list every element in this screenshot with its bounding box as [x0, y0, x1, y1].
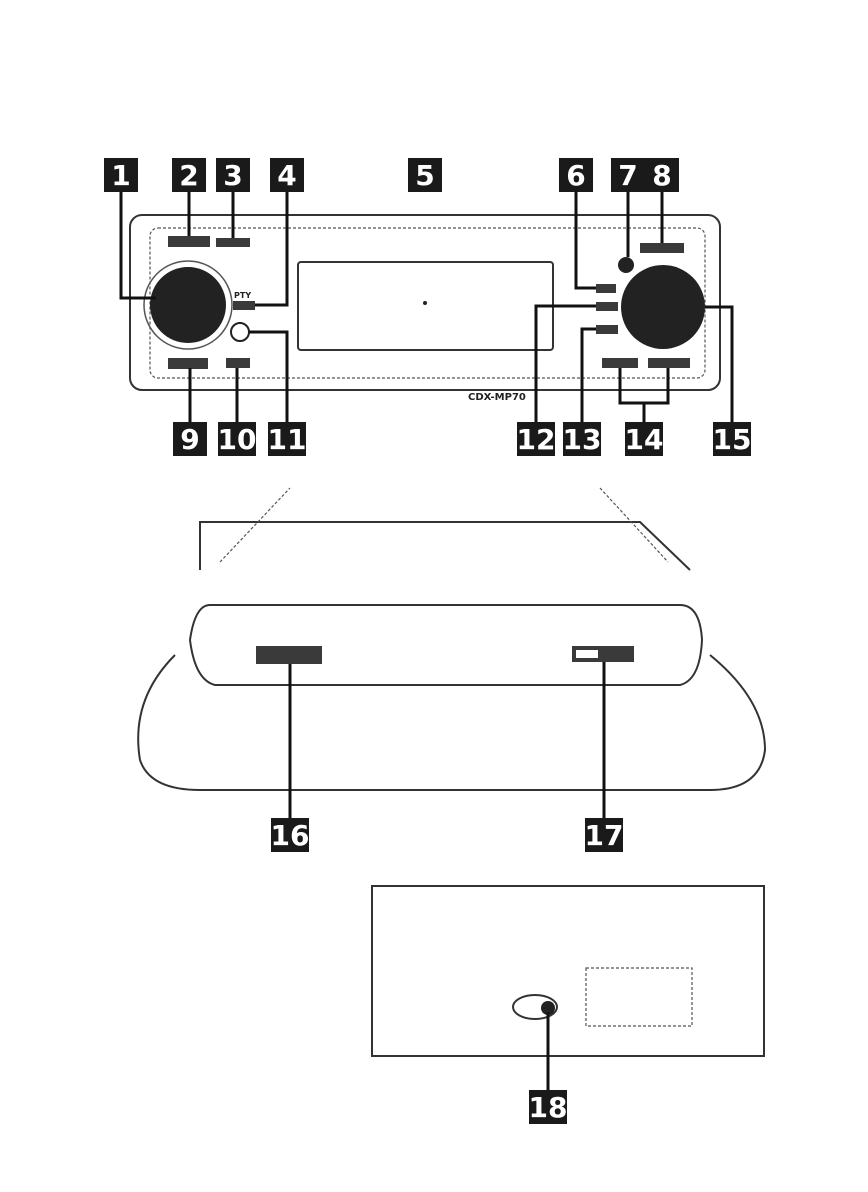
button-13 [596, 325, 618, 334]
callout-1: 1 [104, 158, 138, 192]
callout-12: 12 [517, 422, 556, 456]
left-dial [150, 267, 226, 343]
callout-15: 15 [713, 422, 752, 456]
button-14b [648, 358, 690, 368]
button-12 [596, 302, 618, 311]
callout-14: 14 [625, 422, 664, 456]
button-7 [618, 257, 634, 273]
callout-7: 7 [611, 158, 645, 192]
side-view-body [190, 605, 702, 685]
leader-11 [249, 332, 287, 422]
callout-18: 18 [529, 1090, 568, 1124]
button-6 [596, 284, 616, 293]
display-center [423, 301, 427, 305]
callout-8-label: 8 [652, 159, 671, 192]
button-9 [168, 358, 208, 369]
callout-6-label: 6 [566, 159, 585, 192]
callout-1-label: 1 [111, 159, 130, 192]
callout-10: 10 [218, 422, 257, 456]
callout-11-label: 11 [268, 423, 307, 456]
pty-label: PTY [234, 291, 251, 300]
callout-10-label: 10 [218, 423, 257, 456]
button-2 [168, 236, 210, 247]
callout-4-label: 4 [277, 159, 296, 192]
leader-6 [576, 192, 596, 288]
leader-15 [705, 307, 732, 422]
button-8 [640, 243, 684, 253]
callout-8: 8 [645, 158, 679, 192]
display-window [298, 262, 553, 350]
callout-11: 11 [268, 422, 307, 456]
callout-6: 6 [559, 158, 593, 192]
slot-16 [256, 646, 322, 664]
side-view-arms [220, 488, 668, 562]
side-view-back [200, 522, 690, 570]
button-3 [216, 238, 250, 247]
leader-14 [620, 368, 668, 422]
leader-12 [536, 306, 596, 422]
button-14a [602, 358, 638, 368]
callout-14-label: 14 [625, 423, 664, 456]
side-view [138, 488, 765, 790]
back-view [372, 886, 764, 1056]
callout-16: 16 [271, 818, 310, 852]
front-panel: PTY CDX-MP70 [130, 215, 720, 403]
callout-13: 13 [563, 422, 602, 456]
model-label: CDX-MP70 [468, 392, 526, 403]
back-view-outline [372, 886, 764, 1056]
callout-18-label: 18 [529, 1091, 568, 1124]
side-view-base [138, 655, 765, 790]
callout-2-label: 2 [179, 159, 198, 192]
callout-4: 4 [270, 158, 304, 192]
right-dial [621, 265, 705, 349]
callout-16-label: 16 [271, 819, 310, 852]
callout-3-label: 3 [223, 159, 242, 192]
slot-17-highlight [576, 650, 598, 658]
back-connector [586, 968, 692, 1026]
callout-17: 17 [585, 818, 624, 852]
callout-13-label: 13 [563, 423, 602, 456]
leader-4 [255, 192, 287, 305]
button-10 [226, 358, 250, 368]
leader-13 [582, 329, 596, 422]
callout-7-label: 7 [618, 159, 637, 192]
callout-5-label: 5 [415, 159, 434, 192]
callout-3: 3 [216, 158, 250, 192]
pty-button [233, 301, 255, 310]
callout-15-label: 15 [713, 423, 752, 456]
callout-5: 5 [408, 158, 442, 192]
callout-12-label: 12 [517, 423, 556, 456]
callout-17-label: 17 [585, 819, 624, 852]
receptor-11 [231, 323, 249, 341]
callout-2: 2 [172, 158, 206, 192]
callout-9-label: 9 [180, 423, 199, 456]
callout-9: 9 [173, 422, 207, 456]
